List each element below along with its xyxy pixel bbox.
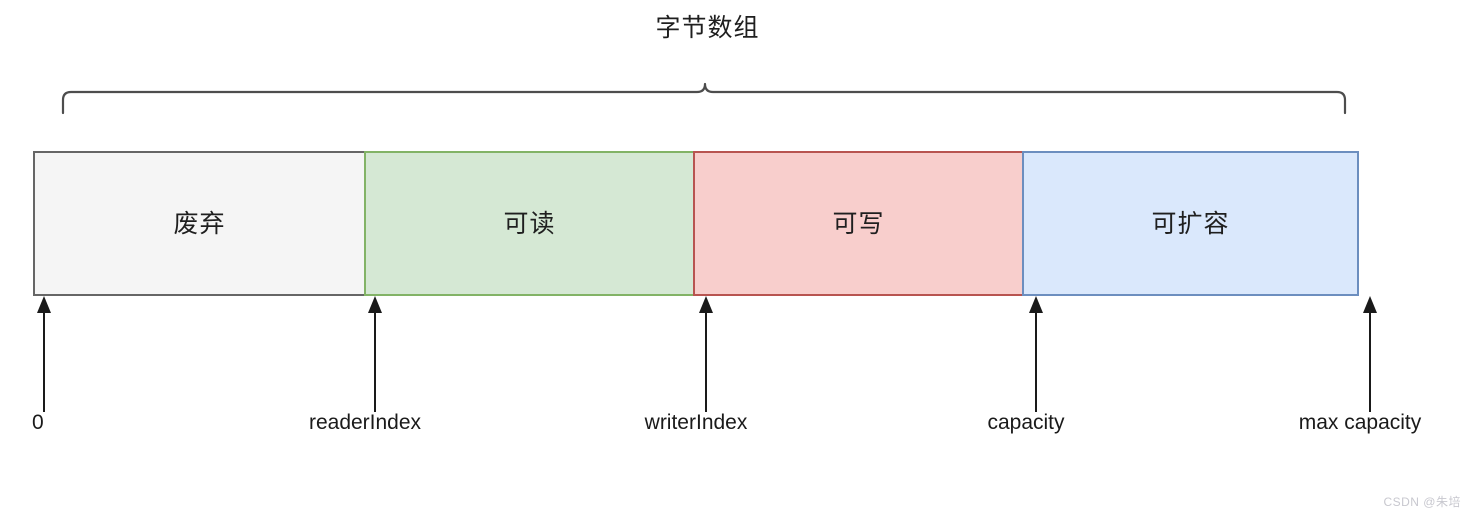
up-arrow-icon	[1363, 296, 1377, 412]
marker-capacity-label: capacity	[987, 411, 1065, 434]
segment-expandable: 可扩容	[1022, 151, 1359, 296]
segment-readable: 可读	[364, 151, 695, 296]
segment-discard-label: 废弃	[173, 209, 226, 238]
marker-writer-index-label: writerIndex	[644, 411, 748, 434]
byte-array-bar: 废弃 可读 可写 可扩容	[33, 151, 1361, 296]
segment-discard: 废弃	[33, 151, 366, 296]
marker-max-capacity-label: max capacity	[1298, 411, 1422, 434]
up-arrow-icon	[699, 296, 713, 412]
segment-expandable-label: 可扩容	[1151, 209, 1230, 238]
segment-writable: 可写	[693, 151, 1024, 296]
up-arrow-icon	[368, 296, 382, 412]
page-title: 字节数组	[655, 14, 760, 42]
watermark: CSDN @朱培	[1383, 495, 1461, 509]
segment-readable-label: 可读	[503, 209, 556, 238]
up-arrow-icon	[1029, 296, 1043, 412]
marker-reader-index-label: readerIndex	[308, 411, 422, 434]
segment-writable-label: 可写	[832, 209, 885, 238]
up-arrow-icon	[37, 296, 51, 412]
marker-zero-label: 0	[32, 411, 44, 434]
